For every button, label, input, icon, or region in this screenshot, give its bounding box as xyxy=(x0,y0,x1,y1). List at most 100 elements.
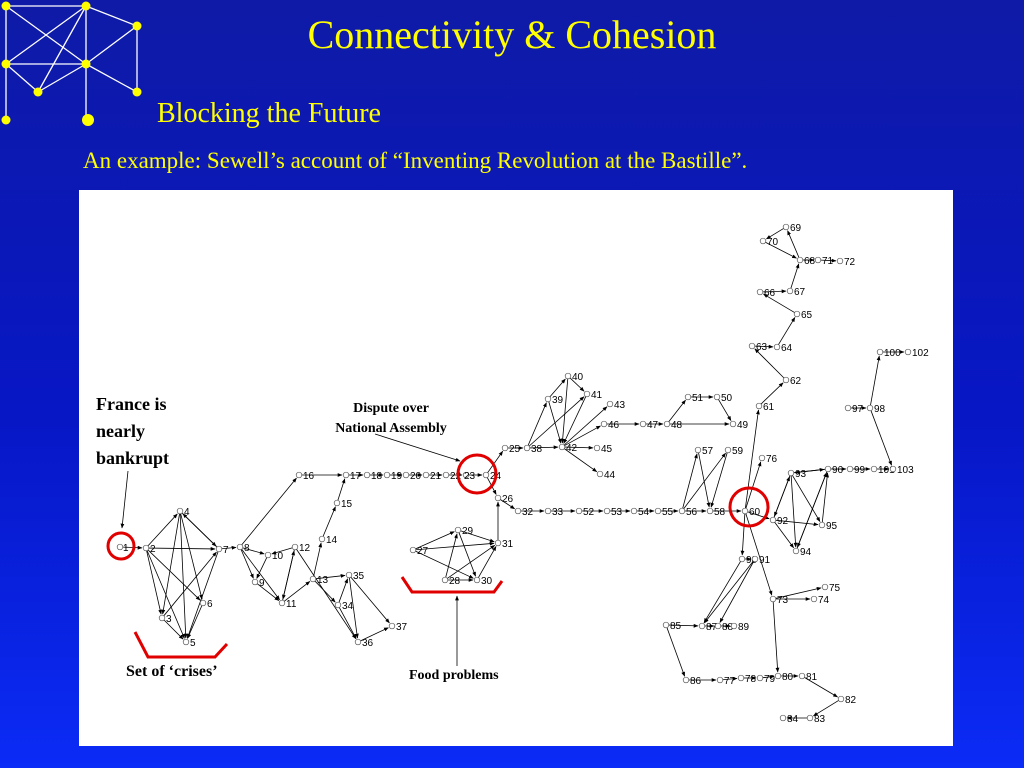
network-node-38 xyxy=(523,444,531,452)
network-node-label-64: 64 xyxy=(781,343,793,354)
network-node-54 xyxy=(630,507,638,515)
network-node-85 xyxy=(662,621,670,629)
network-node-label-37: 37 xyxy=(396,622,408,633)
network-edge-12-10 xyxy=(271,547,293,555)
network-edge-2-4 xyxy=(147,513,178,547)
network-node-label-70: 70 xyxy=(767,237,779,248)
network-node-label-95: 95 xyxy=(826,521,838,532)
network-edge-4-3 xyxy=(161,513,180,615)
network-node-label-36: 36 xyxy=(362,638,374,649)
network-node-label-9: 9 xyxy=(259,578,265,589)
network-node-17 xyxy=(342,471,350,479)
network-edge-8-16 xyxy=(241,477,297,545)
network-node-label-41: 41 xyxy=(591,390,603,401)
network-node-label-66: 66 xyxy=(764,288,776,299)
slide-title: Connectivity & Cohesion xyxy=(307,12,717,57)
network-node-19 xyxy=(383,471,391,479)
network-node-label-89: 89 xyxy=(738,622,750,633)
network-node-label-26: 26 xyxy=(502,494,514,505)
network-node-label-61: 61 xyxy=(763,402,775,413)
network-edge-14-15 xyxy=(322,506,336,537)
network-node-91 xyxy=(751,555,759,563)
network-edge-7-8 xyxy=(221,545,237,550)
network-node-32 xyxy=(514,507,522,515)
network-edge-82-83 xyxy=(813,700,839,717)
network-edge-2-3 xyxy=(146,550,163,615)
network-edge-8-9 xyxy=(240,549,254,579)
network-node-80 xyxy=(774,672,782,680)
network-node-12 xyxy=(291,543,299,551)
network-node-label-86: 86 xyxy=(690,676,702,687)
network-edge-62-63 xyxy=(754,348,785,379)
network-node-label-71: 71 xyxy=(822,256,834,267)
network-node-35 xyxy=(345,571,353,579)
network-node-34 xyxy=(334,601,342,609)
network-edge-7-5 xyxy=(186,551,219,639)
network-node-label-46: 46 xyxy=(608,420,620,431)
highlight-circle-node-1 xyxy=(106,531,136,561)
network-edge-48-51 xyxy=(668,399,686,422)
network-edge-96-94 xyxy=(797,471,828,548)
network-node-label-7: 7 xyxy=(223,545,229,556)
network-node-label-33: 33 xyxy=(552,507,564,518)
network-edge-90-87 xyxy=(703,561,741,623)
network-node-label-28: 28 xyxy=(449,576,461,587)
network-edge-27-29 xyxy=(415,531,455,550)
network-node-label-15: 15 xyxy=(341,499,353,510)
network-node-label-67: 67 xyxy=(794,287,806,298)
network-edge-41-42 xyxy=(563,396,587,444)
network-node-33 xyxy=(544,507,552,515)
network-node-100 xyxy=(876,348,884,356)
network-edge-56-59 xyxy=(683,452,726,509)
network-node-label-51: 51 xyxy=(692,393,704,404)
network-edge-39-40 xyxy=(549,378,566,397)
network-node-label-79: 79 xyxy=(764,674,776,685)
network-edge-13-35 xyxy=(315,574,346,580)
network-node-label-69: 69 xyxy=(790,223,802,234)
network-node-55 xyxy=(654,507,662,515)
network-node-78 xyxy=(737,674,745,682)
crises-bracket xyxy=(133,631,229,659)
network-edge-8-11 xyxy=(241,549,280,601)
network-edge-85-87 xyxy=(668,623,699,628)
network-edge-42-46 xyxy=(564,425,601,446)
network-edge-38-41 xyxy=(528,396,585,447)
network-node-16 xyxy=(295,471,303,479)
network-node-94 xyxy=(792,547,800,555)
network-node-label-75: 75 xyxy=(829,583,841,594)
network-node-37 xyxy=(388,622,396,630)
network-edge-92-95 xyxy=(775,519,819,527)
network-node-label-14: 14 xyxy=(326,535,338,546)
network-node-62 xyxy=(782,376,790,384)
network-node-57 xyxy=(694,446,702,454)
network-node-label-12: 12 xyxy=(299,543,311,554)
network-edge-95-96 xyxy=(821,472,830,523)
network-node-50 xyxy=(713,393,721,401)
network-node-label-39: 39 xyxy=(552,395,564,406)
network-edge-79-80 xyxy=(762,675,775,679)
network-node-76 xyxy=(758,454,766,462)
network-edge-56-57 xyxy=(682,453,698,509)
network-node-79 xyxy=(756,674,764,682)
network-node-59 xyxy=(724,446,732,454)
network-node-53 xyxy=(603,507,611,515)
network-edge-7-4 xyxy=(182,513,218,548)
network-edge-67-68 xyxy=(790,263,800,289)
network-edge-24-25 xyxy=(487,450,504,473)
network-edge-12-11 xyxy=(282,549,295,600)
network-node-label-78: 78 xyxy=(745,674,757,685)
network-node-69 xyxy=(782,223,790,231)
network-node-81 xyxy=(798,672,806,680)
network-node-label-22: 22 xyxy=(450,471,462,482)
network-node-label-54: 54 xyxy=(638,507,650,518)
network-node-label-6: 6 xyxy=(207,599,213,610)
network-node-label-19: 19 xyxy=(391,471,403,482)
network-edge-59-58 xyxy=(710,452,728,508)
network-node-label-100: 100 xyxy=(884,348,901,359)
network-node-label-52: 52 xyxy=(583,507,595,518)
network-edge-27-31 xyxy=(415,541,495,551)
network-edge-3-5 xyxy=(163,619,184,640)
network-node-label-102: 102 xyxy=(912,348,929,359)
